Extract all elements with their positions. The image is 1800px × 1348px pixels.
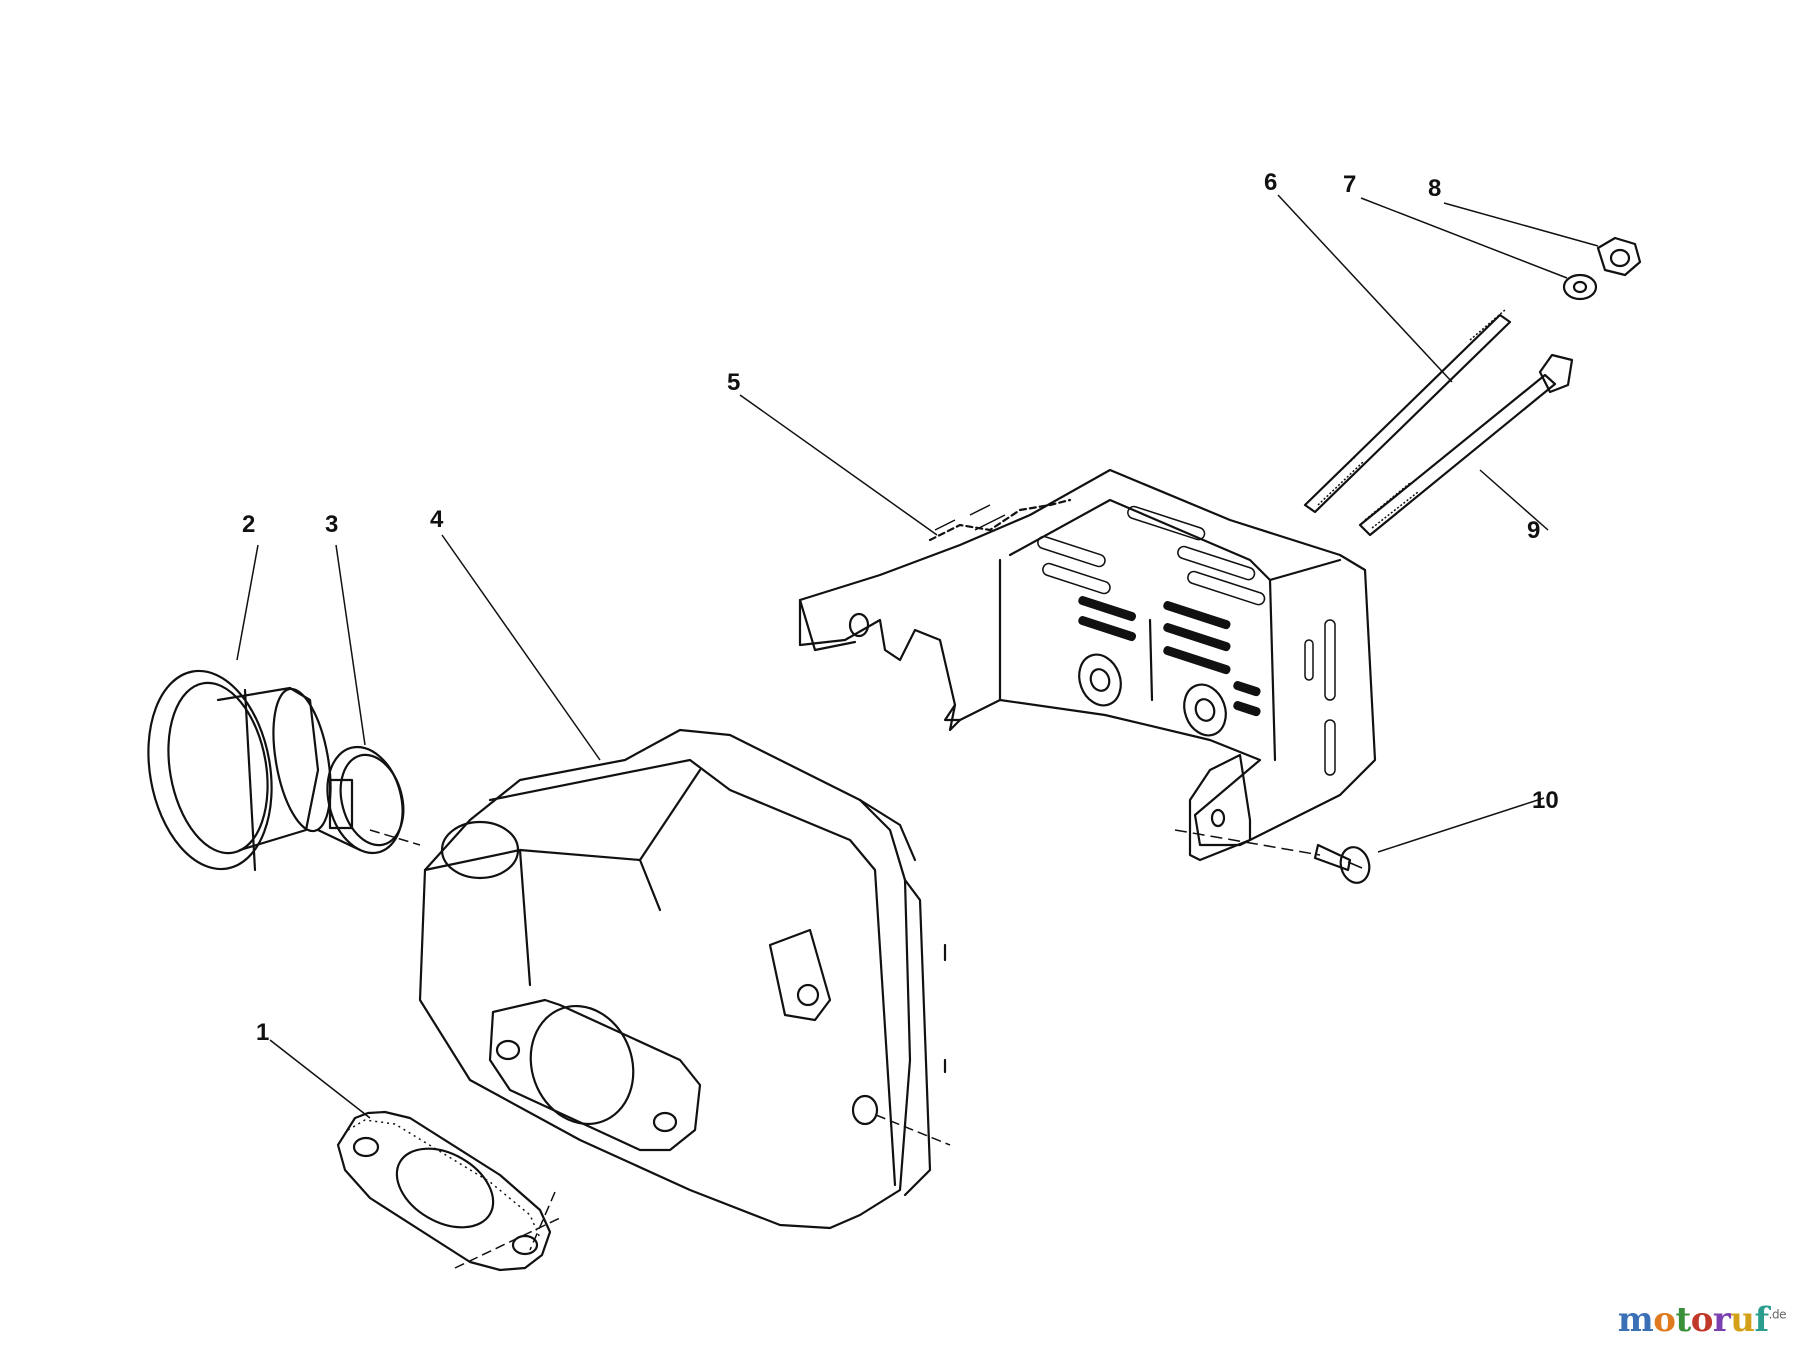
watermark-letter: u: [1730, 1300, 1755, 1340]
watermark-letter: m: [1617, 1300, 1654, 1340]
part-clamp: [316, 745, 405, 855]
callout-3: 3: [325, 511, 338, 538]
callout-8: 8: [1428, 175, 1441, 202]
callout-7: 7: [1343, 171, 1356, 198]
watermark-letter: o: [1653, 1300, 1676, 1340]
watermark-logo: motoruf.de: [1617, 1300, 1787, 1340]
part-washer: [1562, 273, 1598, 301]
leader-lines: [236, 194, 1599, 1269]
part-gasket: [336, 1110, 552, 1272]
part-heat-shield: [798, 468, 1377, 847]
part-nut: [1596, 236, 1642, 277]
callout-10: 10: [1532, 787, 1559, 814]
watermark-letter: r: [1712, 1300, 1731, 1340]
part-bolt: [1358, 353, 1574, 537]
part-screw: [1313, 843, 1371, 884]
watermark-letter: t: [1675, 1300, 1691, 1340]
callout-5: 5: [727, 369, 740, 396]
watermark-letter: f: [1754, 1300, 1770, 1340]
callout-4: 4: [430, 506, 444, 533]
part-shield-bracket: [1188, 753, 1252, 862]
part-deflector: [147, 669, 332, 872]
watermark-suffix: .de: [1768, 1307, 1787, 1322]
watermark-letter: o: [1690, 1300, 1714, 1340]
part-stud: [1303, 309, 1512, 514]
callout-6: 6: [1264, 169, 1277, 196]
callout-labels: 1 2 3 4 5 6 7 8 9 10: [242, 169, 1559, 1046]
callout-9: 9: [1527, 517, 1540, 544]
part-muffler: [418, 728, 947, 1230]
callout-2: 2: [242, 511, 255, 538]
callout-1: 1: [256, 1019, 269, 1046]
